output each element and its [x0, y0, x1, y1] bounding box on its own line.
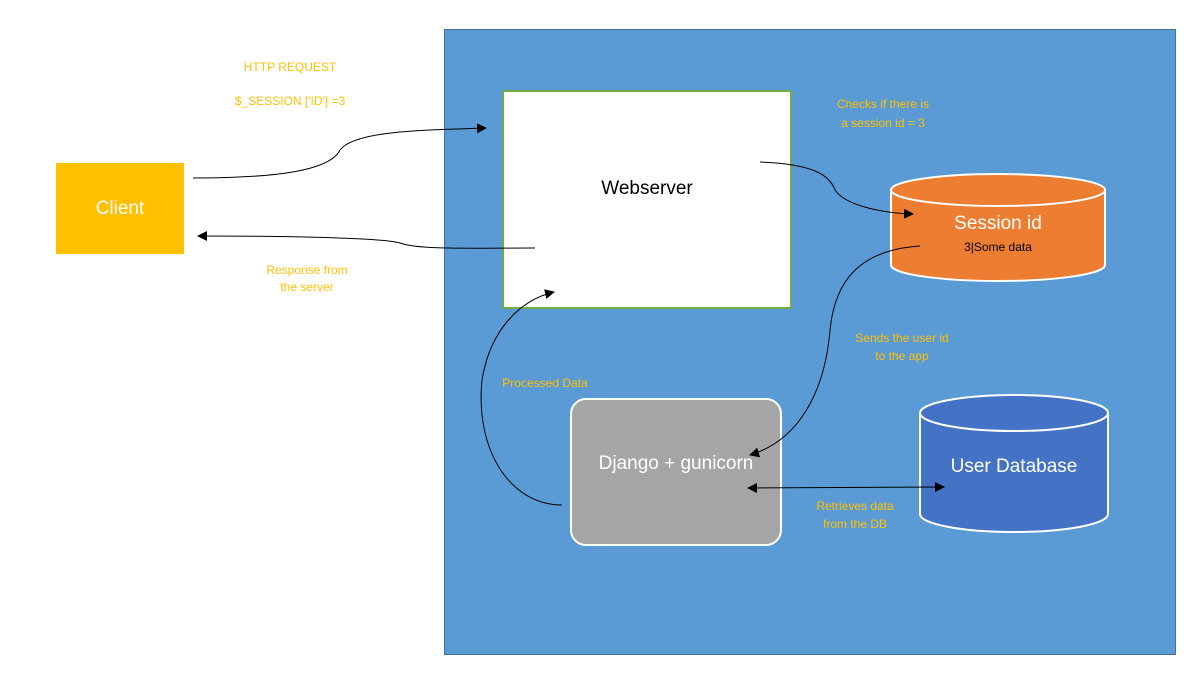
session-db-record: 3|Some data: [964, 240, 1032, 254]
processed-data-arrow: [480, 289, 563, 506]
django-node: [570, 398, 782, 546]
checks-note-line2: a session id = 3: [841, 116, 925, 130]
user-db-cylinder: [919, 394, 1109, 533]
retrieves-note-line2: from the DB: [822, 517, 888, 531]
request-arrow: [192, 123, 487, 179]
webserver-node: [502, 90, 792, 309]
sends-note-line2: to the app: [875, 349, 929, 363]
processed-data-note: Processed Data: [502, 376, 588, 390]
django-label: Django + gunicorn: [598, 453, 754, 474]
client-node: Client: [56, 163, 184, 254]
response-note-line2: the server: [280, 280, 334, 294]
session-db-cylinder: [890, 173, 1106, 282]
send-user-id-arrow: [749, 245, 921, 458]
sends-note-line1: Sends the user id: [855, 331, 949, 345]
user-db-label: User Database: [950, 456, 1078, 477]
session-db-label: Session id: [954, 213, 1042, 234]
client-label: Client: [95, 197, 145, 219]
retrieves-note-line1: Retrieves data: [816, 499, 894, 513]
http-request-note: HTTP REQUEST: [243, 60, 337, 74]
session-expr-note: $_SESSION ['ID'] =3: [234, 94, 346, 108]
session-check-arrow: [759, 161, 914, 219]
db-retrieve-arrow: [747, 482, 945, 493]
response-note-line1: Response from: [266, 263, 348, 277]
checks-note-line1: Checks if there is: [836, 97, 930, 111]
webserver-label: Webserver: [601, 178, 693, 199]
response-arrow: [197, 231, 536, 249]
